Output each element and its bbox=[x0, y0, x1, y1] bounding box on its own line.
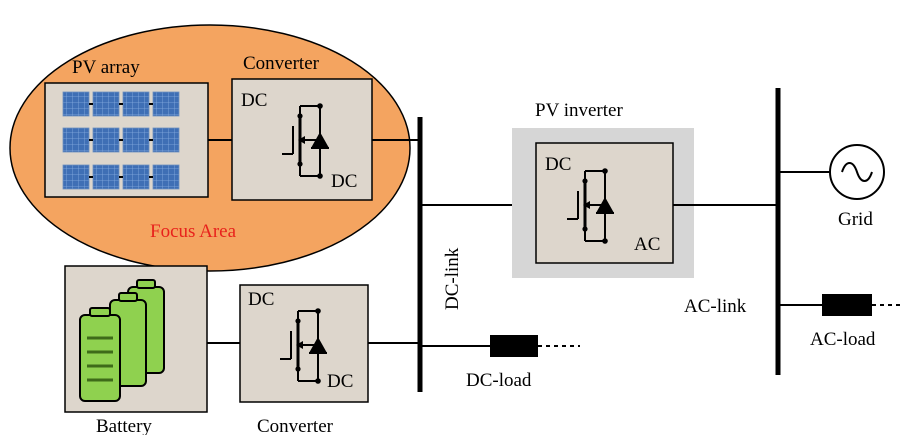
converter-bottom: DC DC bbox=[239, 284, 369, 403]
converter-top: DC DC bbox=[231, 78, 373, 201]
converter-top-output: DC bbox=[331, 171, 357, 192]
focus-area-label: Focus Area bbox=[150, 221, 237, 242]
inverter-output: AC bbox=[634, 234, 660, 255]
ac-link-label: AC-link bbox=[684, 296, 747, 317]
pv-array bbox=[44, 82, 209, 198]
pv-inverter: DC AC bbox=[512, 128, 694, 278]
grid-label: Grid bbox=[838, 209, 873, 230]
converter-top-label: Converter bbox=[243, 53, 320, 74]
converter-bottom-output: DC bbox=[327, 371, 353, 392]
dc-load-icon bbox=[490, 335, 538, 357]
dc-load-label: DC-load bbox=[466, 370, 532, 391]
battery-icon bbox=[79, 279, 165, 402]
battery-label: Battery bbox=[96, 416, 152, 435]
grid-source-icon bbox=[829, 144, 885, 200]
inverter-input: DC bbox=[545, 154, 571, 175]
ac-load-icon bbox=[822, 294, 872, 316]
converter-top-input: DC bbox=[241, 90, 267, 111]
ac-load-label: AC-load bbox=[810, 329, 876, 350]
pv-array-label: PV array bbox=[72, 57, 140, 78]
dc-link-label: DC-link bbox=[442, 247, 463, 310]
pv-inverter-label: PV inverter bbox=[535, 100, 623, 121]
converter-bottom-label: Converter bbox=[257, 416, 334, 435]
converter-bottom-input: DC bbox=[248, 289, 274, 310]
pv-panel-grid bbox=[62, 91, 180, 190]
battery bbox=[64, 265, 208, 413]
